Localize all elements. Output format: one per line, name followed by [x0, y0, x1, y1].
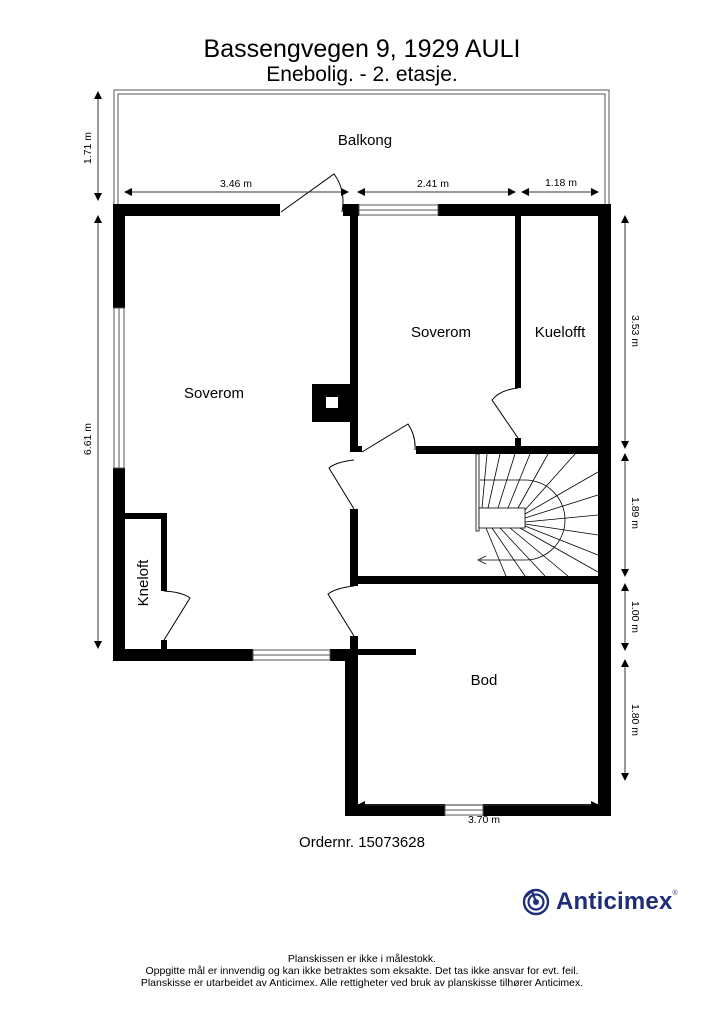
dimension-lines	[94, 91, 629, 809]
anticimex-spiral-icon	[522, 888, 550, 916]
dim-right-2: 1.89 m	[629, 497, 641, 529]
disclaimer: Planskissen er ikke i målestokk. Oppgitt…	[0, 953, 724, 989]
room-label-kuelofft: Kuelofft	[535, 324, 586, 341]
room-label-bedroom-large: Soverom	[184, 385, 244, 402]
disclaimer-line: Planskissen er ikke i målestokk.	[287, 953, 437, 965]
room-labels: Balkong Soverom Soverom Kuelofft Kneloft…	[135, 132, 586, 689]
dim-right-4: 1.80 m	[629, 704, 641, 736]
room-label-bedroom-small: Soverom	[411, 324, 471, 341]
staircase	[475, 453, 599, 577]
dim-top-left: 3.46 m	[220, 178, 252, 190]
registered-mark: ®	[672, 889, 678, 897]
room-label-storage: Bod	[471, 672, 498, 689]
windows	[113, 204, 484, 816]
dim-bottom-width: 3.70 m	[468, 814, 500, 826]
dim-top-middle: 2.41 m	[417, 178, 449, 190]
page-subtitle: Enebolig. - 2. etasje.	[266, 63, 458, 86]
door-stairs	[328, 459, 355, 510]
brand-logo: Anticimex ®	[522, 888, 678, 916]
room-label-balcony: Balkong	[338, 132, 392, 149]
balcony-railing	[113, 89, 610, 204]
door-kuelofft	[491, 387, 519, 439]
chimney-flue	[326, 397, 338, 408]
dimension-labels: 1.71 m 3.46 m 2.41 m 1.18 m 6.61 m 3.53 …	[82, 132, 641, 826]
brand-name: Anticimex	[556, 888, 673, 915]
door-bod	[327, 585, 355, 637]
dim-balcony-depth: 1.71 m	[82, 132, 94, 164]
room-label-kneloft: Kneloft	[135, 559, 152, 607]
dim-right-1: 3.53 m	[629, 315, 641, 347]
order-number: Ordernr. 15073628	[299, 834, 425, 851]
door-balcony	[280, 173, 344, 213]
door-kneloft	[163, 590, 191, 641]
walls	[113, 204, 611, 816]
dim-top-right: 1.18 m	[545, 177, 577, 189]
page-title: Bassengvegen 9, 1929 AULI	[203, 35, 521, 63]
disclaimer-line: Oppgitte mål er innvendig og kan ikke be…	[145, 965, 579, 977]
dim-left-height: 6.61 m	[82, 423, 94, 455]
disclaimer-line: Planskisse er utarbeidet av Anticimex. A…	[140, 977, 584, 989]
dim-right-3: 1.00 m	[629, 601, 641, 633]
door-bedroom-small	[361, 423, 416, 453]
